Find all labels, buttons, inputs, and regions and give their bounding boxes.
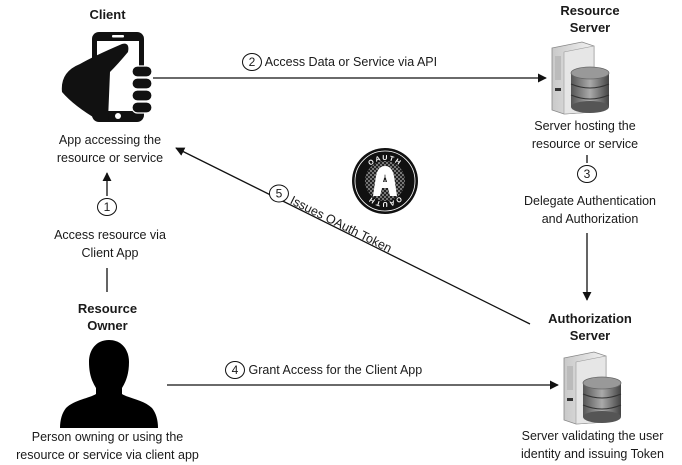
resource-server-title: Resource Server	[530, 2, 650, 36]
step-1-label: Access resource via Client App	[35, 226, 185, 262]
resource-owner-description: Person owning or using the resource or s…	[0, 428, 215, 464]
client-title: Client	[89, 7, 126, 22]
resource-owner-title-line2: Owner	[87, 318, 128, 333]
authorization-server-description: Server validating the user identity and …	[505, 427, 680, 463]
step-4-number: 4	[225, 361, 245, 379]
authorization-server-description-line2: identity and issuing Token	[521, 447, 664, 461]
authorization-server-title-line1: Authorization	[548, 311, 632, 326]
step-1-label-line2: Client App	[81, 246, 139, 260]
hand-holding-phone-icon	[61, 32, 153, 122]
resource-server-description: Server hosting the resource or service	[510, 117, 660, 153]
step-2-text: Access Data or Service via API	[264, 55, 438, 69]
resource-server-description-line2: resource or service	[531, 137, 639, 151]
step-1-badge: 1	[97, 198, 117, 216]
server-database-icon	[551, 41, 610, 115]
client-description: App accessing the resource or service	[40, 131, 180, 167]
step-2-number: 2	[242, 53, 262, 71]
client-description-line1: App accessing the	[58, 133, 162, 147]
resource-server-title-line1: Resource	[560, 3, 620, 18]
authorization-server-description-line1: Server validating the user	[521, 429, 664, 443]
step-4-label: 4 Grant Access for the Client App	[225, 361, 422, 379]
resource-server-description-line1: Server hosting the	[534, 119, 636, 133]
step-3-label-line1: Delegate Authentication	[523, 194, 657, 208]
person-silhouette-icon	[60, 340, 158, 428]
resource-owner-title: Resource Owner	[60, 300, 155, 334]
step-3-number: 3	[577, 165, 597, 183]
resource-server-title-line2: Server	[569, 20, 611, 35]
step-2-label: 2 Access Data or Service via API	[242, 53, 437, 71]
step-3-badge: 3	[577, 165, 597, 183]
resource-owner-description-line1: Person owning or using the	[31, 430, 184, 444]
oauth-logo-icon: OAUTH OAUTH	[352, 148, 418, 214]
step-1-label-line1: Access resource via	[54, 228, 166, 242]
arrow-step-5	[175, 147, 531, 325]
resource-owner-description-line2: resource or service via client app	[16, 448, 199, 462]
step-3-label: Delegate Authentication and Authorizatio…	[515, 192, 665, 228]
step-4-text: Grant Access for the Client App	[248, 363, 423, 377]
client-description-line2: resource or service	[56, 151, 164, 165]
step-5-number: 5	[268, 184, 289, 203]
authorization-server-title-line2: Server	[569, 328, 611, 343]
resource-owner-title-line1: Resource	[77, 301, 138, 316]
step-1-number: 1	[97, 198, 117, 216]
authorization-server-title: Authorization Server	[525, 310, 655, 344]
server-database-icon	[563, 351, 622, 425]
step-3-label-line2: and Authorization	[541, 212, 639, 226]
